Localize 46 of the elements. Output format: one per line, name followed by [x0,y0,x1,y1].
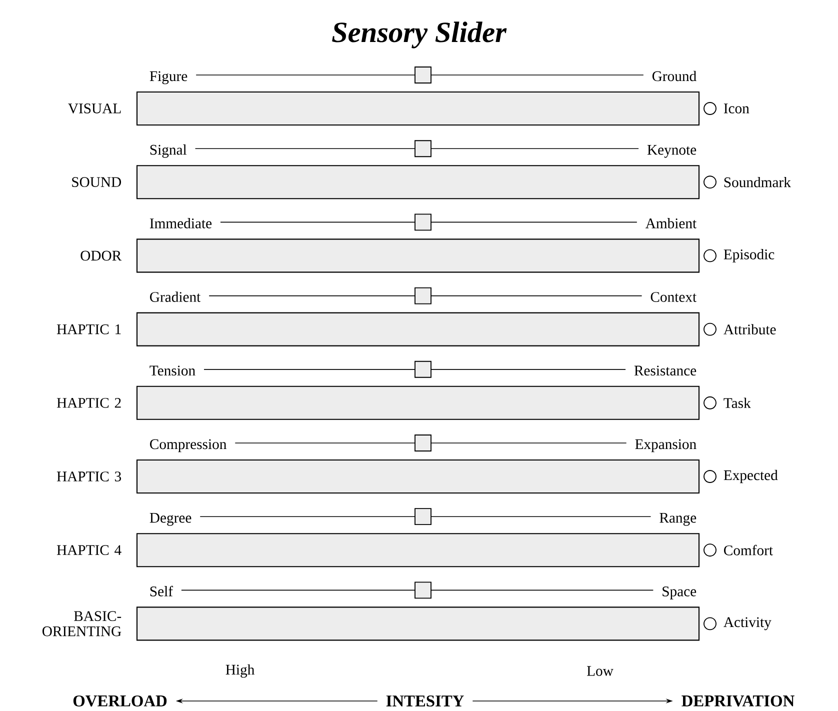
option-label: Task [724,398,751,408]
row-label: BASIC-ORIENTING [42,611,122,636]
option-label: Soundmark [724,176,791,188]
scale-label: Low [587,666,614,676]
bar [136,533,700,568]
bar [136,312,700,346]
row-label: SOUND [72,177,121,188]
bar [136,91,700,126]
pole-label: Figure [150,71,188,84]
option-label: Activity [724,617,772,630]
bar [136,238,700,273]
title: Sensory Slider [332,22,507,48]
option-label: Icon [724,104,750,114]
row-label: ODOR [80,250,122,261]
row-label: HAPTIC 3 [56,472,121,482]
pole-label: Space [662,586,696,600]
pole-label: Context [650,292,697,302]
pole-label: Tension [150,366,196,376]
bar [136,386,700,420]
pole-label: Gradient [150,292,201,302]
pole-label: Self [150,586,173,596]
scale-label: INTESITY [386,695,464,706]
pole-label: Ground [652,70,696,82]
pole-label: Immediate [150,218,212,228]
pole-label: Compression [150,439,226,452]
option-label: Episodic [724,249,774,262]
option-label: Comfort [724,544,773,556]
pole-label: Ambient [646,218,697,228]
option-label: Expected [724,470,778,484]
bar [136,165,700,200]
pole-label: Resistance [634,366,696,376]
pole-label: Keynote [647,145,696,158]
scale-label: High [226,664,254,678]
option-label: Attribute [724,324,776,334]
scale-label: DEPRIVATION [682,695,794,707]
pole-label: Expansion [635,439,696,452]
row-label: HAPTIC 4 [56,545,122,556]
pole-label: Degree [150,513,192,526]
row-label: HAPTIC 2 [56,398,121,408]
row-label: VISUAL [68,104,121,114]
scale-label: OVERLOAD [73,695,167,707]
row-label: HAPTIC 1 [56,324,121,334]
bar [136,459,700,494]
pole-label: Signal [150,144,187,158]
pole-label: Range [660,513,696,526]
bar [136,606,700,641]
